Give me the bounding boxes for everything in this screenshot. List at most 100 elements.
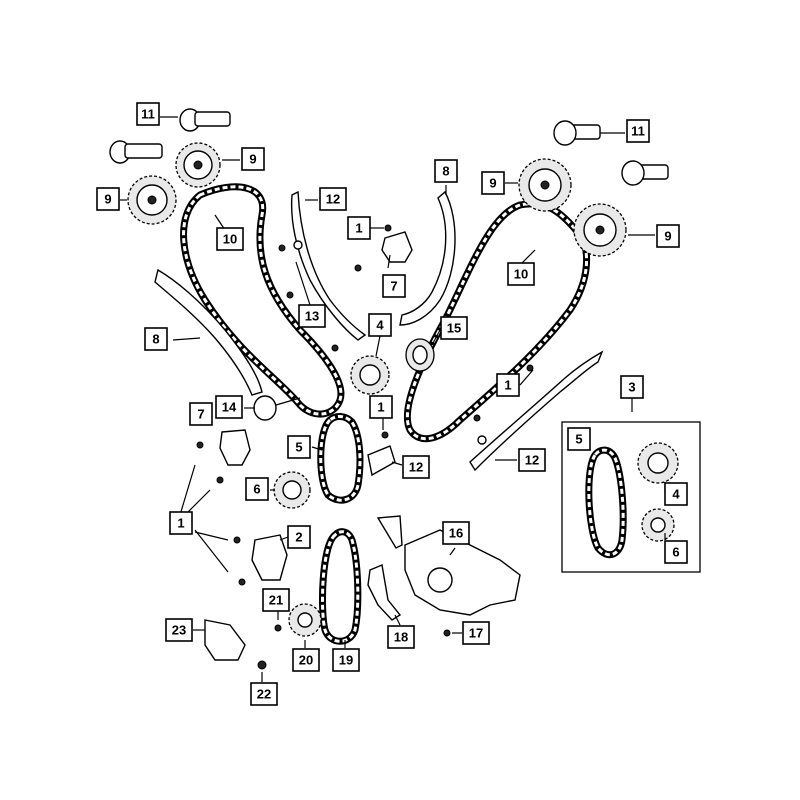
svg-text:4: 4 (672, 487, 680, 502)
cover-23 (204, 619, 246, 661)
svg-text:2: 2 (295, 530, 302, 545)
callout-21: 21 (262, 588, 290, 612)
callout-9-b: 9 (96, 187, 120, 211)
callout-12-b: 12 (402, 455, 430, 479)
svg-text:7: 7 (197, 407, 204, 422)
callout-19: 19 (332, 648, 360, 672)
callout-9-a: 9 (241, 147, 265, 171)
callout-18: 18 (387, 625, 415, 649)
chain-guide-center-right (399, 190, 456, 326)
cam-phaser-lower-left (127, 175, 177, 225)
callout-16: 16 (442, 521, 470, 545)
svg-text:4: 4 (376, 318, 384, 333)
svg-text:3: 3 (628, 380, 635, 395)
callout-4-b: 4 (664, 482, 688, 506)
oil-pump-sprocket (288, 603, 322, 637)
svg-text:23: 23 (172, 623, 186, 638)
callout-13: 13 (298, 304, 326, 328)
svg-text:16: 16 (449, 526, 463, 541)
svg-text:5: 5 (575, 432, 582, 447)
callout-14: 14 (215, 395, 243, 419)
svg-text:10: 10 (223, 232, 237, 247)
cam-phaser-upper-left (175, 142, 221, 188)
callout-20: 20 (292, 648, 320, 672)
svg-text:15: 15 (447, 321, 461, 336)
callout-11-b: 11 (626, 119, 650, 143)
detail-sprocket-4 (637, 442, 679, 484)
detail-chain (585, 446, 627, 559)
fasteners (196, 224, 534, 670)
svg-text:11: 11 (141, 107, 155, 122)
detail-sprocket-6 (641, 508, 675, 542)
svg-text:13: 13 (305, 309, 319, 324)
timing-chain-left (180, 183, 345, 418)
callout-7-b: 7 (189, 402, 213, 426)
svg-text:10: 10 (514, 267, 528, 282)
svg-text:20: 20 (299, 653, 313, 668)
detail-box-3 (561, 421, 701, 573)
callout-5-a: 5 (287, 435, 311, 459)
tensioner-lower (219, 429, 251, 466)
svg-text:14: 14 (222, 400, 237, 415)
svg-text:1: 1 (355, 221, 362, 236)
svg-text:9: 9 (664, 229, 671, 244)
svg-text:18: 18 (394, 630, 408, 645)
svg-text:19: 19 (339, 653, 353, 668)
callout-1-d: 1 (169, 511, 193, 535)
callout-1-a: 1 (347, 216, 371, 240)
callout-6-a: 6 (245, 477, 269, 501)
svg-text:21: 21 (269, 593, 283, 608)
svg-text:8: 8 (442, 164, 449, 179)
callout-6-b: 6 (664, 540, 688, 564)
cam-phaser-upper-right (518, 158, 572, 212)
callout-7-a: 7 (382, 274, 406, 298)
callout-10-b: 10 (507, 262, 535, 286)
callout-15: 15 (440, 316, 468, 340)
oil-pump-tensioner (367, 564, 402, 621)
chain-guide-left (154, 268, 263, 396)
svg-text:5: 5 (295, 440, 302, 455)
callout-5-b: 5 (567, 427, 591, 451)
oil-pump-chain (319, 528, 362, 645)
callout-9-c: 9 (481, 171, 505, 195)
svg-text:11: 11 (631, 124, 645, 139)
callout-9-d: 9 (656, 224, 680, 248)
callout-3: 3 (620, 375, 644, 399)
timing-chain-right (403, 200, 591, 443)
callout-1-b: 1 (496, 373, 520, 397)
callout-8-b: 8 (144, 327, 168, 351)
svg-text:1: 1 (177, 516, 184, 531)
callout-23: 23 (165, 618, 193, 642)
svg-text:12: 12 (525, 453, 539, 468)
callout-11-a: 11 (136, 102, 160, 126)
cam-bolt-top-right (553, 120, 601, 146)
callout-17: 17 (462, 621, 490, 645)
cam-phaser-lower-right (573, 203, 627, 257)
idler-sprocket (405, 338, 435, 372)
chain-guide-center-left (290, 190, 367, 341)
balance-shaft-guide (367, 445, 396, 477)
svg-text:9: 9 (249, 152, 256, 167)
balance-sprocket (273, 471, 311, 509)
svg-text:12: 12 (326, 192, 340, 207)
svg-text:7: 7 (390, 279, 397, 294)
callout-1-c: 1 (369, 395, 393, 419)
svg-text:17: 17 (469, 626, 483, 641)
callout-8-a: 8 (434, 159, 458, 183)
svg-text:1: 1 (377, 400, 384, 415)
bolt-14 (253, 395, 301, 421)
svg-text:9: 9 (104, 192, 111, 207)
callout-12-a: 12 (319, 187, 347, 211)
chain-guide-right (469, 350, 604, 472)
svg-text:9: 9 (489, 176, 496, 191)
callout-12-c: 12 (518, 448, 546, 472)
tensioner-2 (251, 534, 288, 581)
cam-bolt-top-left (179, 108, 231, 132)
cam-bolt-right (621, 160, 669, 186)
balance-chain (317, 413, 364, 504)
crank-sprocket-upper (350, 355, 390, 395)
svg-text:22: 22 (257, 687, 271, 702)
tensioner-upper (381, 231, 413, 263)
callout-2: 2 (287, 525, 311, 549)
